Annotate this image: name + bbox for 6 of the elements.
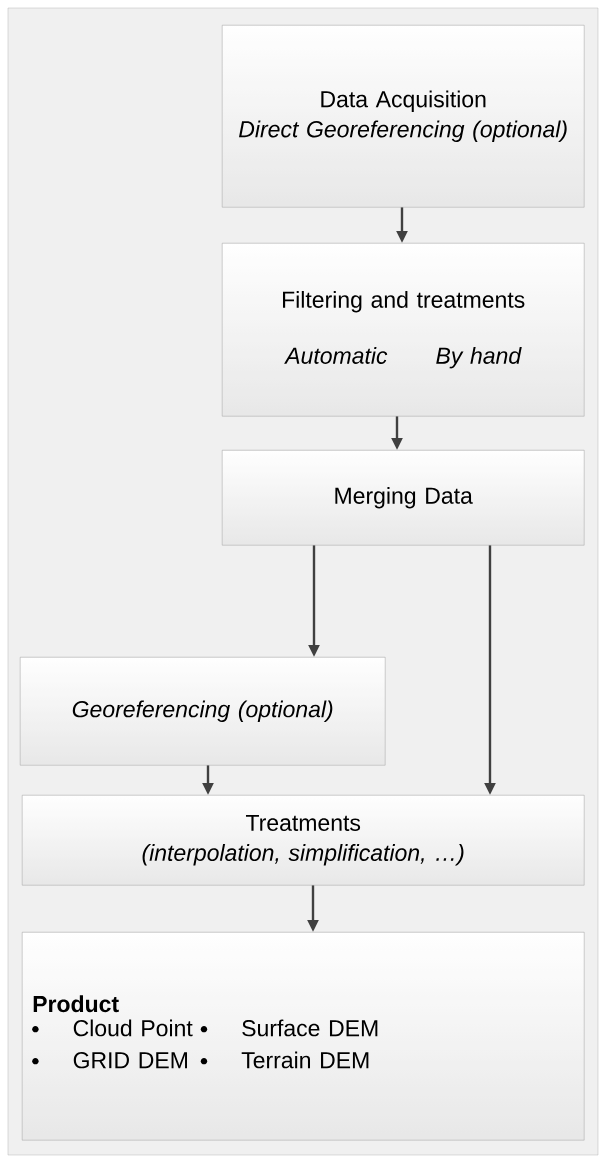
- process-box: Georeferencing (optional): [20, 657, 386, 766]
- process-box: Treatments (interpolation, simplification, …): [22, 795, 585, 886]
- product-box: Product Cloud Point Surface DEM GRID DEM Terrain DEM: [22, 932, 585, 1141]
- process-box: Filtering and treatments Automatic By hand: [222, 243, 585, 417]
- process-box: Data Acquisition Direct Georeferencing (optional): [222, 25, 585, 208]
- process-box: Merging Data: [222, 450, 585, 546]
